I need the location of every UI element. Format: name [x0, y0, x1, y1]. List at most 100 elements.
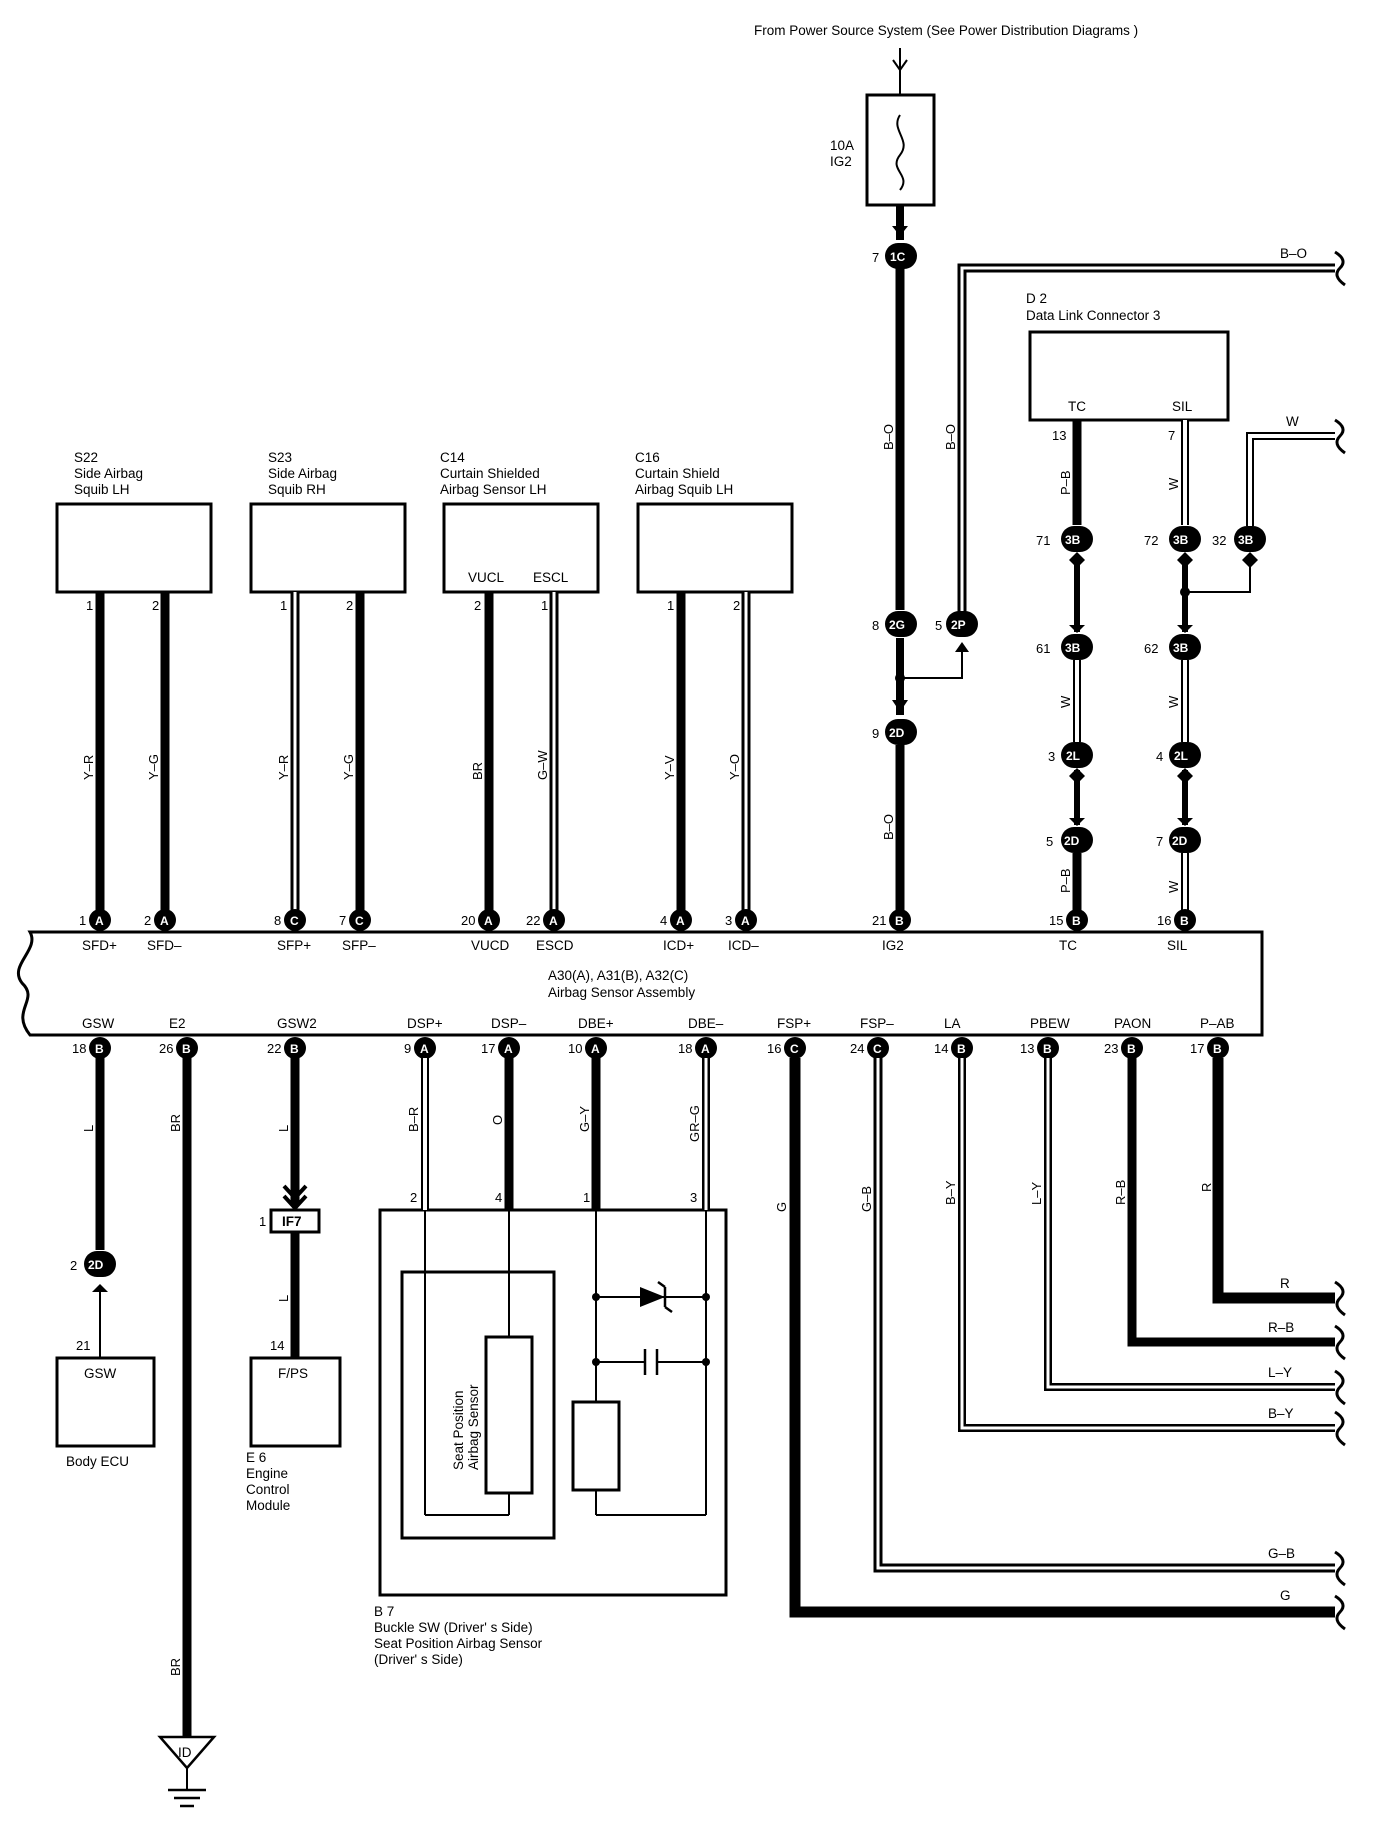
top-terminal-4: VUCD — [471, 938, 510, 953]
top-pin-num-5: 22 — [526, 913, 540, 928]
top-pin-0 — [89, 909, 111, 931]
top-terminal-6: ICD+ — [663, 938, 694, 953]
top-pin-10 — [1174, 909, 1196, 931]
svg-text:Airbag Squib LH: Airbag Squib LH — [635, 482, 733, 497]
top-terminal-10: SIL — [1167, 938, 1188, 953]
svg-text:3: 3 — [690, 1190, 697, 1205]
top-terminal-7: ICD– — [728, 938, 759, 953]
svg-text:1: 1 — [259, 1214, 266, 1229]
svg-text:P–B: P–B — [1058, 470, 1073, 495]
bottom-pin-11 — [1121, 1037, 1143, 1059]
connector-2g: 8 2G — [872, 611, 917, 637]
top-pin-conn-0: A — [95, 914, 104, 928]
svg-text:BR: BR — [168, 1658, 183, 1676]
wire-break-0 — [1334, 1280, 1346, 1317]
top-pin-num-0: 1 — [79, 913, 86, 928]
bottom-pin-3 — [414, 1037, 436, 1059]
svg-text:L: L — [81, 1125, 96, 1132]
bottom-pin-num-4: 17 — [481, 1041, 495, 1056]
top-terminal-2: SFP+ — [277, 938, 311, 953]
bottom-terminal-7: FSP+ — [777, 1016, 811, 1031]
wire-break-4 — [1334, 1550, 1346, 1587]
svg-text:(Driver' s Side): (Driver' s Side) — [374, 1652, 463, 1667]
bottom-pin-conn-10: B — [1043, 1042, 1052, 1056]
bottom-terminal-10: PBEW — [1030, 1016, 1070, 1031]
top-pin-num-4: 20 — [461, 913, 475, 928]
svg-text:Y–R: Y–R — [81, 755, 96, 780]
bottom-pin-10 — [1037, 1037, 1059, 1059]
out-by: B–Y — [1268, 1406, 1294, 1421]
svg-text:VUCL: VUCL — [468, 570, 505, 585]
connector-sil-2: 62 3B — [1144, 634, 1201, 660]
svg-text:B–R: B–R — [406, 1107, 421, 1132]
svg-text:5: 5 — [1046, 834, 1053, 849]
svg-text:W: W — [1058, 695, 1073, 708]
top-pin-conn-6: A — [676, 914, 685, 928]
d2-tc: TC — [1068, 399, 1086, 414]
bottom-pin-num-8: 24 — [850, 1041, 864, 1056]
ground-label: ID — [178, 1745, 192, 1760]
top-pin-7 — [735, 909, 757, 931]
svg-text:Seat Position: Seat Position — [451, 1390, 466, 1470]
svg-text:E 6: E 6 — [246, 1450, 266, 1465]
svg-text:Seat Position Airbag Sensor: Seat Position Airbag Sensor — [374, 1636, 543, 1651]
svg-text:61: 61 — [1036, 641, 1050, 656]
connector-sil-3: 4 2L — [1156, 742, 1201, 768]
svg-text:Engine: Engine — [246, 1466, 288, 1481]
d2-code: D 2 — [1026, 291, 1047, 306]
svg-text:2: 2 — [410, 1190, 417, 1205]
top-pin-num-2: 8 — [274, 913, 281, 928]
svg-text:P–B: P–B — [1058, 868, 1073, 893]
top-pin-conn-8: B — [895, 914, 904, 928]
s23-component: S23 Side Airbag Squib RH — [249, 450, 407, 594]
bottom-terminal-5: DBE+ — [578, 1016, 614, 1031]
assembly-top-pins: A1SFD+A2SFD–C8SFP+C7SFP–A20VUCDA22ESCDA4… — [79, 909, 1196, 953]
top-pin-conn-4: A — [484, 914, 493, 928]
bottom-terminal-12: P–AB — [1200, 1016, 1235, 1031]
svg-text:Y–G: Y–G — [146, 754, 161, 780]
s22-component: S22 Side Airbag Squib LH — [55, 450, 213, 594]
bottom-pin-num-0: 18 — [72, 1041, 86, 1056]
bottom-pin-conn-11: B — [1127, 1042, 1136, 1056]
bottom-pin-6 — [695, 1037, 717, 1059]
fuse-icon — [895, 114, 905, 191]
connector-tc-4: 5 2D — [1046, 827, 1093, 853]
svg-text:Airbag Sensor LH: Airbag Sensor LH — [440, 482, 547, 497]
svg-text:2: 2 — [733, 598, 740, 613]
svg-text:1: 1 — [541, 598, 548, 613]
wire-ig2-b: B–O — [943, 424, 958, 450]
wire-breaks — [1334, 1280, 1346, 1631]
sil-out-wire: W — [1286, 414, 1299, 429]
svg-text:4: 4 — [1156, 749, 1163, 764]
svg-text:3B: 3B — [1065, 641, 1081, 655]
wire-bo-out: B–O — [1280, 246, 1307, 261]
svg-text:G–B: G–B — [859, 1186, 874, 1212]
bottom-pin-num-11: 23 — [1104, 1041, 1118, 1056]
svg-text:W: W — [1166, 880, 1181, 893]
bottom-pin-2 — [284, 1037, 306, 1059]
connector-sil-branch: 32 3B — [1212, 526, 1266, 552]
bottom-pin-num-9: 14 — [934, 1041, 948, 1056]
svg-text:3B: 3B — [1238, 533, 1254, 547]
bottom-terminal-8: FSP– — [860, 1016, 894, 1031]
connector-2d-ig2: 9 2D — [872, 719, 917, 745]
bottom-pin-conn-5: A — [591, 1042, 600, 1056]
top-pin-num-6: 4 — [660, 913, 667, 928]
svg-text:7: 7 — [1168, 428, 1175, 443]
top-pin-num-1: 2 — [144, 913, 151, 928]
bottom-pin-12 — [1207, 1037, 1229, 1059]
power-source-label: From Power Source System (See Power Dist… — [754, 23, 1138, 38]
svg-text:F/PS: F/PS — [278, 1366, 308, 1381]
connector-2d-gsw: 2 2D — [70, 1251, 116, 1277]
top-pin-6 — [670, 909, 692, 931]
top-pin-num-9: 15 — [1049, 913, 1063, 928]
top-pin-num-8: 21 — [872, 913, 886, 928]
svg-text:Squib RH: Squib RH — [268, 482, 326, 497]
svg-text:L–Y: L–Y — [1029, 1182, 1044, 1205]
zener-diode-icon — [640, 1287, 665, 1307]
top-pin-8 — [889, 909, 911, 931]
svg-text:W: W — [1166, 695, 1181, 708]
bottom-pin-num-1: 26 — [159, 1041, 173, 1056]
svg-text:BR: BR — [168, 1114, 183, 1132]
bottom-pin-conn-8: C — [873, 1042, 882, 1056]
